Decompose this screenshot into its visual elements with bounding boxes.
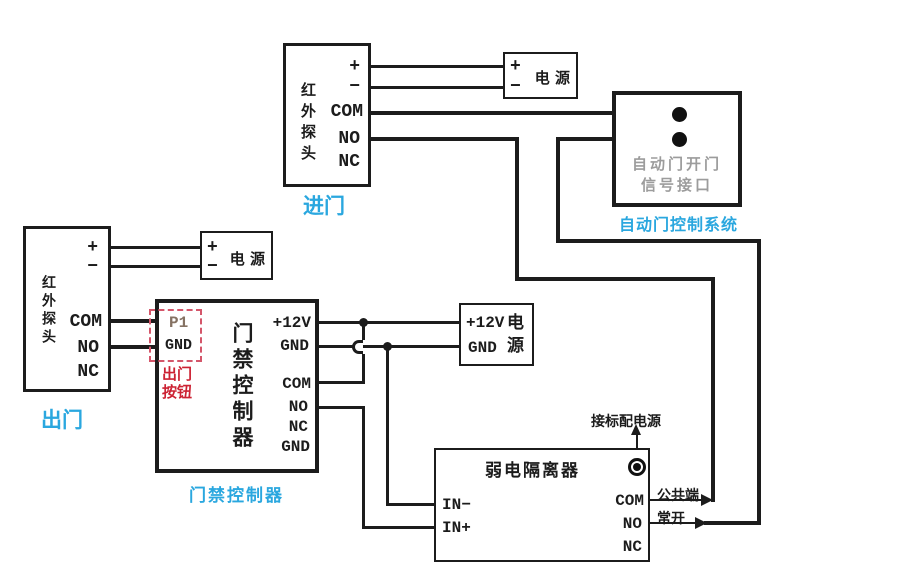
wire-ctrl-com-jumper-v1 bbox=[362, 323, 365, 340]
exit-power-plus: + bbox=[207, 238, 218, 258]
exit-button-dashed-outline bbox=[149, 309, 202, 362]
isolator-box: 弱电隔离器 IN− IN+ COM NO NC bbox=[434, 448, 650, 562]
wire-autodoor-to-isolator-no bbox=[757, 239, 761, 525]
wire-autodoor-down bbox=[556, 137, 560, 243]
wire-autodoor-mid bbox=[556, 239, 761, 243]
exit-button-note-line2: 按钮 bbox=[162, 383, 193, 401]
entry-power-name: 电 源 bbox=[534, 69, 570, 87]
access-controller-box: 门禁控制器 P1 GND +12V GND COM NO NC GND bbox=[155, 299, 319, 473]
wire-in-plus bbox=[362, 526, 434, 529]
entry-terminal-no: NO bbox=[338, 129, 360, 149]
controller-terminal-p1: P1 bbox=[169, 314, 189, 332]
dc-power-terminal-12v: +12V bbox=[466, 314, 505, 332]
controller-terminal-gnd-left: GND bbox=[165, 337, 193, 354]
exit-power-name: 电 源 bbox=[229, 250, 265, 268]
controller-terminal-no: NO bbox=[288, 398, 308, 416]
isolator-power-terminal-core bbox=[633, 463, 641, 471]
controller-terminal-gnd-bottom: GND bbox=[281, 438, 310, 456]
isolator-terminal-nc: NC bbox=[622, 538, 642, 556]
auto-door-text-line2: 信号接口 bbox=[640, 176, 713, 194]
wire-crossover-hop bbox=[352, 340, 363, 354]
isolator-power-terminal bbox=[628, 458, 646, 476]
exit-power-box: + − 电 源 bbox=[200, 231, 273, 280]
controller-terminal-gnd-top: GND bbox=[280, 337, 309, 355]
signal-terminal-dot-1 bbox=[672, 107, 687, 122]
junction-dot-gnd bbox=[383, 342, 392, 351]
wire-entry-plus bbox=[371, 65, 503, 68]
exit-button-note-line1: 出门 bbox=[162, 365, 193, 383]
wire-gnd-down bbox=[386, 347, 389, 506]
isolator-terminal-com: COM bbox=[615, 492, 644, 510]
entry-ir-sensor-box: 红外探头 + − COM NO NC bbox=[283, 43, 371, 187]
exit-terminal-no: NO bbox=[77, 338, 99, 358]
wire-isolator-com-out bbox=[650, 499, 703, 501]
auto-door-signal-box: 自动门开门 信号接口 bbox=[612, 91, 742, 207]
wire-entry-no-4-to-isolator-com bbox=[711, 277, 715, 502]
exit-label: 出门 bbox=[41, 408, 83, 432]
controller-name: 门禁控制器 bbox=[230, 322, 254, 452]
isolator-terminal-no: NO bbox=[622, 515, 642, 533]
wire-exit-no-to-gnd bbox=[111, 345, 159, 349]
entry-sensor-name: 红外探头 bbox=[299, 82, 317, 166]
wire-exit-com-to-p1 bbox=[111, 319, 159, 323]
arrowhead-common bbox=[701, 494, 713, 506]
exit-terminal-plus: + bbox=[87, 238, 98, 258]
wire-entry-no-1 bbox=[368, 137, 519, 141]
wire-isolator-no-out-2 bbox=[704, 521, 760, 525]
dc-power-name: 电源 bbox=[503, 313, 523, 359]
entry-power-box: + − 电 源 bbox=[503, 52, 578, 99]
wire-ctrl-12v bbox=[319, 321, 459, 324]
wire-entry-com-to-autodoor bbox=[368, 111, 614, 115]
exit-button-note: 出门 按钮 bbox=[162, 365, 192, 401]
exit-ir-sensor-box: 红外探头 + − COM NO NC bbox=[23, 226, 111, 392]
entry-power-minus: − bbox=[510, 77, 521, 97]
controller-label: 门禁控制器 bbox=[189, 486, 284, 506]
auto-door-system-label: 自动门控制系统 bbox=[619, 215, 739, 234]
wire-ctrl-com-jumper-v2 bbox=[362, 354, 365, 384]
entry-terminal-minus: − bbox=[349, 77, 360, 97]
wire-in-minus bbox=[387, 503, 434, 506]
arrowhead-power-up bbox=[631, 424, 641, 435]
dc-power-box: +12V GND 电源 bbox=[459, 303, 534, 366]
entry-terminal-nc: NC bbox=[338, 152, 360, 172]
controller-terminal-nc: NC bbox=[288, 418, 308, 436]
exit-power-minus: − bbox=[207, 257, 218, 277]
entry-label: 进门 bbox=[303, 194, 345, 218]
exit-sensor-name: 红外探头 bbox=[40, 275, 56, 347]
wire-exit-plus bbox=[111, 246, 200, 249]
common-wire-label: 公共端 bbox=[657, 488, 699, 504]
wire-isolator-no-out bbox=[650, 522, 696, 524]
wire-exit-minus bbox=[111, 265, 200, 268]
entry-terminal-plus: + bbox=[349, 57, 360, 77]
junction-dot-12v bbox=[359, 318, 368, 327]
isolator-title: 弱电隔离器 bbox=[485, 461, 580, 481]
wire-entry-no-3 bbox=[515, 277, 715, 281]
arrowhead-normally-open bbox=[695, 517, 707, 529]
wire-isolator-power-shaft bbox=[636, 434, 638, 450]
entry-terminal-com: COM bbox=[330, 102, 363, 122]
isolator-terminal-in-plus: IN+ bbox=[442, 519, 471, 537]
dc-power-terminal-gnd: GND bbox=[468, 339, 497, 357]
wire-entry-no-2 bbox=[515, 137, 519, 281]
wire-autodoor-stub bbox=[556, 137, 614, 141]
wire-ctrl-no-down bbox=[362, 408, 365, 529]
wire-entry-minus bbox=[371, 86, 503, 89]
exit-terminal-nc: NC bbox=[77, 362, 99, 382]
signal-terminal-dot-2 bbox=[672, 132, 687, 147]
controller-terminal-com: COM bbox=[282, 375, 311, 393]
exit-terminal-minus: − bbox=[87, 257, 98, 277]
wire-ctrl-no-h bbox=[319, 406, 365, 409]
entry-power-plus: + bbox=[510, 57, 521, 77]
exit-terminal-com: COM bbox=[69, 312, 102, 332]
isolator-power-note: 接标配电源 bbox=[591, 414, 661, 430]
controller-terminal-12v: +12V bbox=[272, 314, 311, 332]
normally-open-wire-label: 常开 bbox=[657, 511, 685, 527]
auto-door-text-line1: 自动门开门 bbox=[631, 155, 722, 173]
wire-ctrl-com-jumper-h bbox=[319, 381, 365, 384]
isolator-terminal-in-minus: IN− bbox=[442, 496, 471, 514]
